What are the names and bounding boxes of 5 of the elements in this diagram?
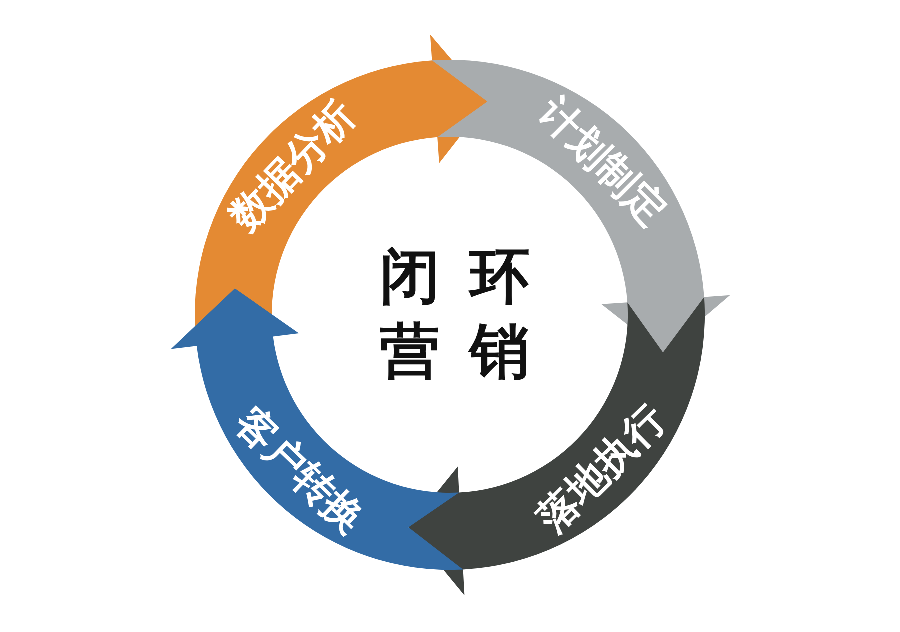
- band-label: 计划制定: [532, 91, 674, 233]
- center-title: 闭环营销: [380, 240, 570, 390]
- band-label: 数据分析: [223, 94, 363, 238]
- band-label: 客户转换: [228, 400, 372, 541]
- band-label: 落地执行: [530, 399, 673, 540]
